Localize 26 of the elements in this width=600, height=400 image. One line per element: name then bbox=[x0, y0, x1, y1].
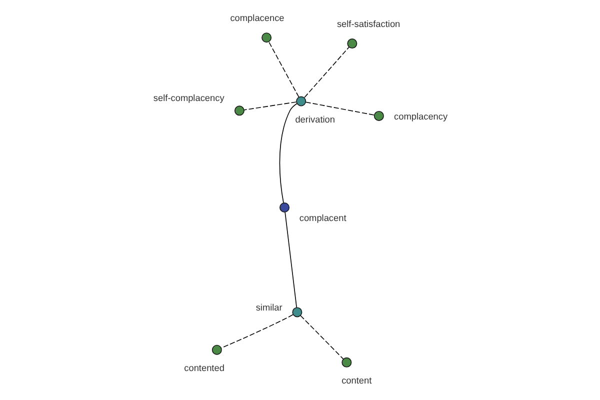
connector bbox=[278, 103, 297, 204]
node-circle bbox=[373, 110, 384, 121]
connector bbox=[304, 46, 349, 98]
node-label: content bbox=[341, 376, 372, 386]
node-circle bbox=[341, 357, 352, 368]
node-label: similar bbox=[255, 302, 282, 312]
node-label: complacent bbox=[298, 213, 346, 224]
connector bbox=[268, 41, 299, 98]
node-label: complacence bbox=[230, 12, 284, 23]
node-label: self-satisfaction bbox=[336, 18, 400, 29]
connector bbox=[220, 314, 293, 348]
node-label: complacency bbox=[394, 111, 448, 122]
node-label: contented bbox=[184, 363, 224, 374]
node-circle bbox=[296, 96, 306, 106]
node-circle bbox=[346, 38, 357, 49]
connector bbox=[300, 315, 344, 360]
node-label: derivation bbox=[294, 114, 335, 124]
node-circle bbox=[234, 106, 244, 116]
node-label: self-complacency bbox=[152, 93, 224, 104]
node-circle bbox=[279, 202, 289, 213]
connector bbox=[284, 212, 297, 308]
node-circle bbox=[292, 307, 302, 318]
connector bbox=[304, 102, 374, 116]
node-circle bbox=[261, 32, 272, 43]
node-circle bbox=[211, 344, 222, 355]
connector bbox=[243, 102, 296, 110]
